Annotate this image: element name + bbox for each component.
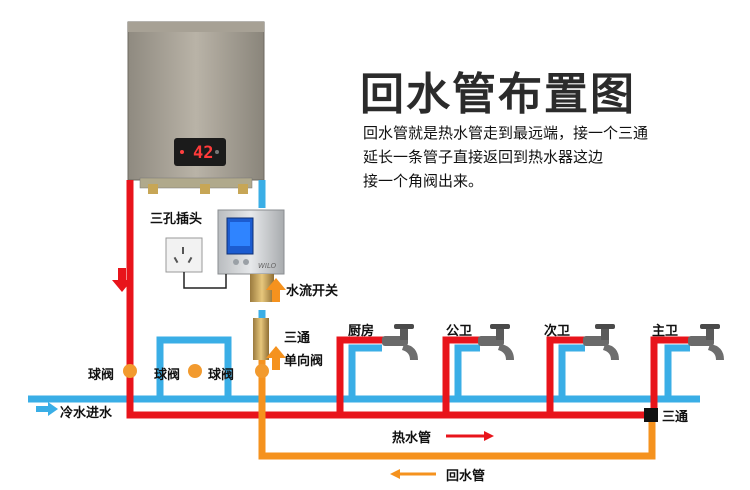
ball-valve-hot[interactable] — [123, 364, 137, 378]
hot-branch-master-bath — [650, 336, 690, 415]
label-fixture-second-bath: 次卫 — [544, 324, 571, 339]
faucet-kitchen — [382, 324, 418, 360]
return-water-pipe — [258, 320, 656, 460]
label-ball-valve-2: 球阀 — [154, 368, 181, 383]
hot-branch-second-bath — [546, 336, 585, 415]
cold-branch-kitchen — [348, 344, 382, 399]
label-tee: 三通 — [284, 331, 311, 346]
label-fixture-public-bath: 公卫 — [446, 324, 473, 339]
label-fixture-master-bath: 主卫 — [652, 324, 679, 339]
page-title: 回水管布置图 — [360, 69, 636, 120]
flow-up-arrow — [266, 278, 286, 302]
cold-inlet-arrow — [36, 402, 58, 416]
power-socket — [165, 237, 227, 289]
label-cold-inlet: 冷水进水 — [60, 406, 113, 421]
circulation-pump: WILO — [217, 209, 285, 275]
description-line-2: 延长一条管子直接返回到热水器这边 — [363, 148, 604, 166]
hot-water-main-pipe — [126, 180, 652, 419]
power-cord — [183, 272, 227, 289]
label-fixture-kitchen: 厨房 — [348, 324, 375, 339]
end-tee-fitting — [644, 408, 658, 422]
hot-flow-arrow — [446, 431, 494, 441]
cold-branch-master-bath — [664, 344, 690, 399]
hot-branch-kitchen — [336, 336, 384, 415]
checkvalve-up-arrow — [266, 346, 286, 370]
faucet-second-bath — [583, 324, 619, 360]
tee-checkvalve-fitting — [253, 318, 269, 360]
hot-down-arrow — [112, 268, 132, 292]
cold-branch-second-bath — [558, 344, 585, 399]
hot-branch-public-bath — [442, 336, 480, 415]
water-heater: 42 — [127, 21, 265, 194]
label-return-pipe: 回水管 — [446, 469, 486, 484]
label-end-tee: 三通 — [662, 410, 689, 425]
ball-valve-return[interactable] — [255, 364, 269, 378]
ball-valve-bypass[interactable] — [188, 364, 202, 378]
label-hot-pipe: 热水管 — [392, 431, 432, 446]
heater-display-panel — [174, 138, 226, 166]
return-flow-arrow — [390, 469, 436, 479]
label-ball-valve-1: 球阀 — [88, 368, 115, 383]
pump-brand: WILO — [258, 262, 277, 270]
faucet-master-bath — [688, 324, 724, 360]
cold-bypass-left — [156, 336, 232, 399]
label-ball-valve-3: 球阀 — [208, 368, 235, 383]
faucet-public-bath — [478, 324, 514, 360]
pipe-network — [28, 180, 700, 460]
label-socket: 三孔插头 — [150, 212, 203, 227]
description-line-1: 回水管就是热水管走到最远端，接一个三通 — [363, 124, 649, 142]
heater-display-readout: 42 — [193, 143, 213, 163]
cold-branch-public-bath — [454, 344, 480, 399]
label-check-valve: 单向阀 — [284, 354, 324, 369]
description-line-3: 接一个角阀出来。 — [363, 172, 484, 190]
label-flow-switch: 水流开关 — [286, 284, 339, 299]
